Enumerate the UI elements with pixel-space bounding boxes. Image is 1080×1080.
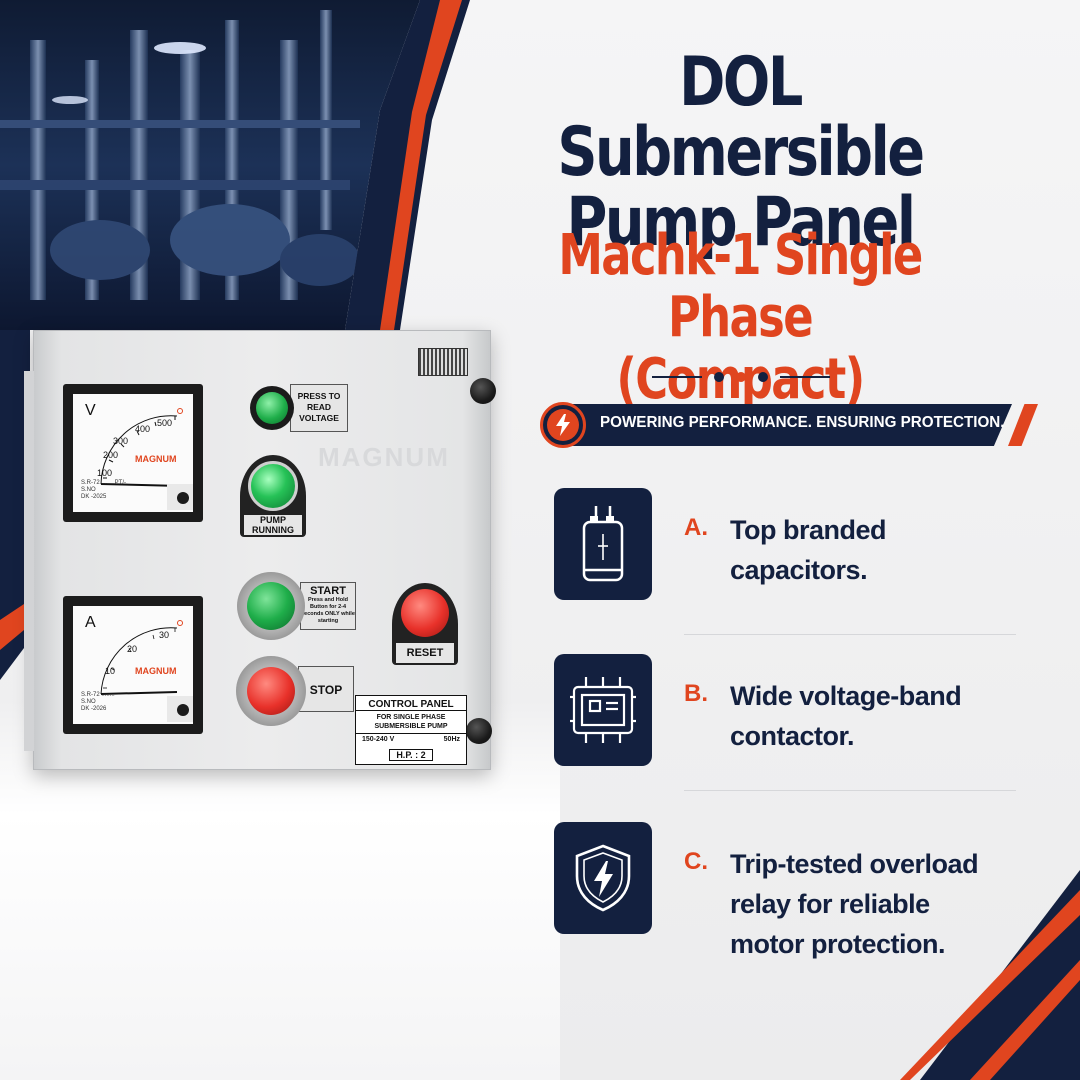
hologram-sticker xyxy=(418,348,468,376)
stop-button[interactable] xyxy=(236,656,306,726)
shield-bolt-icon xyxy=(554,822,652,934)
feature-divider xyxy=(684,634,1016,635)
tagline-banner: POWERING PERFORMANCE. ENSURING PROTECTIO… xyxy=(540,402,1038,448)
control-panel-info-plate: CONTROL PANEL FOR SINGLE PHASE SUBMERSIB… xyxy=(355,695,467,765)
lightning-bolt-icon xyxy=(540,402,586,448)
title-divider xyxy=(652,370,830,384)
voltmeter: V 100 200 300 400 500 MAGNUM S.R-72 ....… xyxy=(63,384,203,522)
embossed-brand: MAGNUM xyxy=(318,442,450,472)
stop-label-plate: STOP xyxy=(298,666,354,712)
panel-lock-knob xyxy=(470,378,496,404)
page-title: DOL Submersible Pump Panel xyxy=(557,43,925,262)
industrial-background-photo xyxy=(0,0,470,680)
reset-button[interactable] xyxy=(401,589,449,637)
feature-divider xyxy=(684,790,1016,791)
contactor-icon xyxy=(554,654,652,766)
voltage-read-button[interactable] xyxy=(250,386,294,430)
tagline-text: POWERING PERFORMANCE. ENSURING PROTECTIO… xyxy=(600,414,1005,431)
corner-accent xyxy=(900,870,1080,1080)
pump-running-lamp xyxy=(248,461,298,511)
start-button[interactable] xyxy=(237,572,305,640)
panel-lock-knob xyxy=(466,718,492,744)
capacitor-icon xyxy=(554,488,652,600)
reset-button-holder: RESET xyxy=(392,583,458,665)
